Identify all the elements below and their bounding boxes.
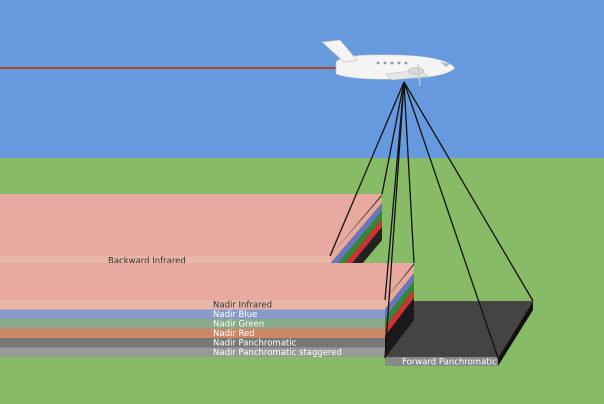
sky [0, 0, 604, 158]
nadir-band-row [0, 309, 385, 319]
nadir-band-row [0, 328, 385, 338]
nadir-band-label: Nadir Blue [213, 310, 257, 320]
backward-top [0, 194, 382, 256]
nadir-side-red [385, 289, 414, 336]
nadir-side-pan [385, 298, 414, 358]
forward-side [498, 301, 533, 366]
forward-label: Forward Panchromatic [402, 358, 497, 368]
backward-side-blue [330, 203, 382, 273]
nadir-band-row [0, 300, 385, 310]
nadir-band-row [0, 338, 385, 348]
nadir-band-label: Nadir Green [213, 320, 264, 330]
backward-side-infrared [330, 196, 382, 264]
nadir-band-label: Nadir Panchromatic [213, 339, 297, 349]
nadir-band-row [0, 319, 385, 329]
nadir-side-blue [385, 273, 414, 318]
nadir-side-green [385, 281, 414, 327]
nadir-band-label: Nadir Infrared [213, 301, 272, 311]
forward-top [385, 301, 533, 358]
backward-band-row [0, 256, 330, 266]
airplane-icon [321, 39, 456, 87]
nadir-band-label: Nadir Panchromatic staggered [213, 348, 342, 358]
nadir-band-row [0, 347, 385, 357]
nadir-top [0, 263, 414, 300]
sensor-lines [329, 81, 534, 359]
nadir-block [0, 263, 414, 358]
forward-label-row [385, 357, 498, 366]
nadir-band-label: Nadir Red [213, 329, 255, 339]
forward-block [385, 301, 533, 366]
nadir-side-infrared [385, 265, 414, 309]
backward-band-label: Backward Infrared [108, 256, 186, 266]
